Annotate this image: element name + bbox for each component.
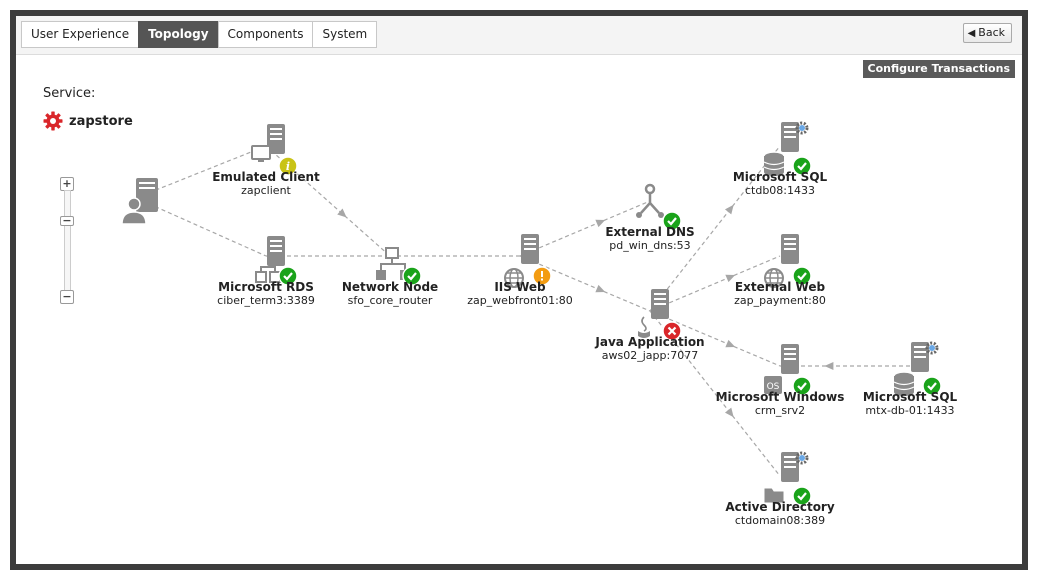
node-icon-iis[interactable] <box>504 234 552 288</box>
link-arrow-icon <box>824 362 834 370</box>
topology-panel: User Experience Topology Components Syst… <box>16 16 1022 564</box>
end-user-icon <box>121 178 158 225</box>
svg-text:i: i <box>286 160 290 173</box>
node-name: Microsoft Windows <box>715 390 845 404</box>
node-icon-dns[interactable] <box>636 183 682 231</box>
node-host: ctdb08:1433 <box>744 184 816 197</box>
svg-text:OS: OS <box>767 382 780 392</box>
node-name: Microsoft SQL <box>862 390 958 404</box>
node-icon-client[interactable]: i <box>251 124 298 176</box>
link-line <box>519 200 651 257</box>
tab-system[interactable]: System <box>312 21 378 48</box>
node-icon-web[interactable] <box>764 234 812 288</box>
link-arrow-icon <box>337 208 347 218</box>
node-icon-network[interactable] <box>376 247 422 286</box>
node-host: zap_payment:80 <box>734 294 826 307</box>
node-host: ctdomain08:389 <box>734 514 826 527</box>
node-name: Network Node <box>341 280 439 294</box>
service-name: zapstore <box>69 113 133 129</box>
link-arrow-icon <box>725 274 736 283</box>
tab-user-experience[interactable]: User Experience <box>21 21 140 48</box>
node-name: Active Directory <box>725 500 835 514</box>
link-arrow-icon <box>595 284 606 293</box>
node-icon-sql[interactable] <box>893 341 942 396</box>
back-button[interactable]: ◀Back <box>962 23 1012 43</box>
link-arrow-icon <box>724 407 734 418</box>
tab-topology[interactable]: Topology <box>138 21 219 48</box>
link-line <box>649 310 781 367</box>
link-line <box>519 255 651 312</box>
configure-transactions-button[interactable]: Configure Transactions <box>862 60 1015 78</box>
node-host: mtx-db-01:1433 <box>865 404 955 417</box>
back-arrow-icon: ◀ <box>967 28 976 39</box>
node-host: aws02_japp:7077 <box>601 349 699 362</box>
service-label: Service: <box>43 86 96 101</box>
node-host: zap_webfront01:80 <box>467 294 573 307</box>
node-name: External Web <box>734 280 826 294</box>
node-icon-rds[interactable] <box>255 236 298 286</box>
link-line <box>649 145 781 312</box>
link-arrow-icon <box>595 219 606 228</box>
node-host: crm_srv2 <box>754 404 806 417</box>
node-name: External DNS <box>605 225 695 239</box>
node-host: pd_win_dns:53 <box>609 239 691 252</box>
node-name: Java Application <box>595 335 705 349</box>
zoom-slider-handle[interactable]: − <box>60 215 74 226</box>
tab-bar: User Experience Topology Components Syst… <box>16 16 1022 55</box>
node-icon-sql[interactable] <box>763 121 812 176</box>
service-selector[interactable]: zapstore <box>43 111 133 131</box>
node-icon-ad[interactable] <box>763 451 812 506</box>
node-host: ciber_term3:3389 <box>217 294 315 307</box>
node-icon-java[interactable] <box>638 289 682 341</box>
link-line <box>649 255 781 312</box>
node-name: Microsoft RDS <box>218 280 314 294</box>
node-name: Microsoft SQL <box>732 170 828 184</box>
node-host: zapclient <box>241 184 291 197</box>
link-arrow-icon <box>724 204 734 215</box>
link-arrow-icon <box>725 339 736 348</box>
topology-links: i OS <box>121 121 942 506</box>
node-name: IIS Web <box>494 280 546 294</box>
window-frame: User Experience Topology Components Syst… <box>10 10 1028 570</box>
service-gear-icon <box>43 111 63 131</box>
tab-components[interactable]: Components <box>217 21 314 48</box>
back-label: Back <box>978 26 1005 39</box>
zoom-out-button[interactable]: − <box>60 290 74 304</box>
node-name: Emulated Client <box>212 170 320 184</box>
node-host: sfo_core_router <box>347 294 433 307</box>
node-icon-os[interactable]: OS <box>764 344 812 396</box>
